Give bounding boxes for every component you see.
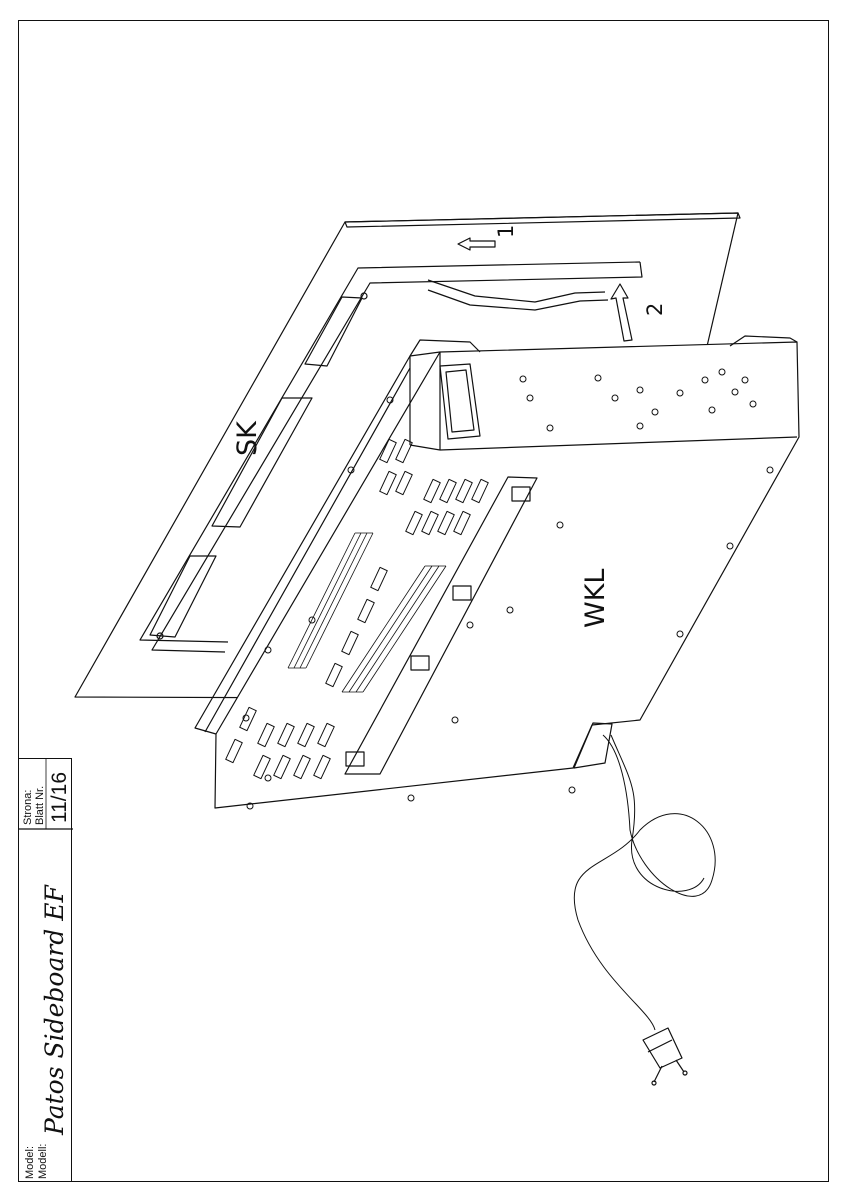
model-label-pl: Model: bbox=[24, 1146, 36, 1179]
vent-grille-center bbox=[341, 565, 447, 693]
power-plug-icon bbox=[642, 1027, 688, 1086]
diagonal-arrow-icon bbox=[610, 283, 633, 342]
step-label-1: 1 bbox=[494, 225, 518, 238]
power-cable bbox=[573, 734, 716, 1031]
step-label-2: 2 bbox=[643, 303, 667, 316]
slot-rows bbox=[225, 438, 489, 780]
model-name: Patos Sideboard EF bbox=[40, 883, 69, 1136]
page-label-de: Blatt Nr. bbox=[34, 786, 46, 825]
model-label-de: Modell: bbox=[37, 1144, 49, 1179]
vent-grille-left bbox=[287, 532, 374, 669]
cabinet-label-wkl: WKL bbox=[580, 569, 611, 628]
screw-holes bbox=[242, 368, 774, 810]
cabinet-wkl bbox=[194, 335, 800, 809]
title-block: Model: Modell: Patos Sideboard EF Strona… bbox=[18, 758, 73, 1182]
drawing-sheet-border bbox=[18, 20, 829, 1182]
page-number: 11/16 bbox=[48, 772, 71, 823]
up-arrow-icon bbox=[457, 237, 496, 251]
panel-label-sk: SK bbox=[232, 420, 263, 456]
page-label-pl: Strona: bbox=[22, 790, 34, 825]
